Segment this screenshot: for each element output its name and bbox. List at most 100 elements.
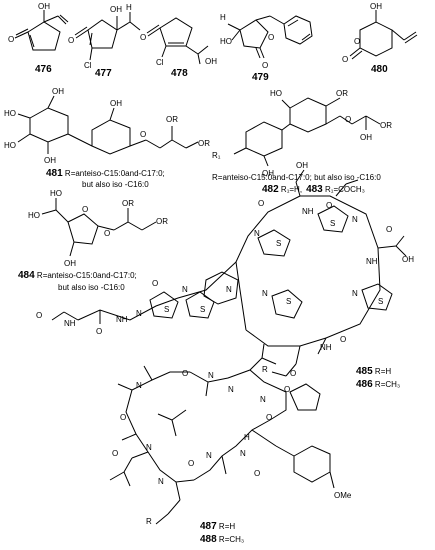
atom-ho: HO <box>270 89 282 98</box>
atom-n: N <box>262 289 268 298</box>
atom-or: OR <box>336 89 348 98</box>
atom-ome: OMe <box>334 491 352 500</box>
atom-n: N <box>158 477 164 486</box>
atom-n: N <box>182 285 188 294</box>
atom-o: O <box>254 469 260 478</box>
atom-nh: NH <box>64 319 76 328</box>
caption-485-r: R=H <box>373 367 392 376</box>
atom-cl: Cl <box>84 61 92 70</box>
atom-oh: OH <box>52 87 64 96</box>
caption-482-r1: R₁=H, <box>279 185 302 194</box>
atom-n: N <box>208 371 214 380</box>
structure-484: HO HO O O OH OR OR 484 R=anteiso-C15:0an… <box>18 189 168 292</box>
atom-h: H <box>220 13 226 22</box>
atom-or: OR <box>198 139 210 148</box>
compound-label-484: 484 <box>18 270 35 281</box>
structure-478: O Cl OH 478 <box>140 17 217 79</box>
atom-oh: OH <box>64 259 76 268</box>
atom-n: N <box>254 229 260 238</box>
atom-n: N <box>260 395 266 404</box>
atom-o: O <box>345 115 351 124</box>
atom-oh: OH <box>110 5 122 14</box>
atom-oh: OH <box>370 2 382 11</box>
caption-482-483: R=anteiso-C15:0and-C17:0; but also iso -… <box>212 173 381 182</box>
atom-o: O <box>140 130 146 139</box>
atom-o: O <box>104 229 110 238</box>
atom-o: O <box>262 61 268 70</box>
structure-480: O O OH 480 <box>342 2 418 75</box>
caption-482-483-labels: 482 R₁=H, 483 R₁=COCH₃ <box>262 184 365 195</box>
atom-oh: OH <box>360 133 372 142</box>
atom-r: R <box>146 517 152 526</box>
compound-label-485: 485 <box>356 366 373 377</box>
caption-484-line1: R=anteiso-C15:0and-C17:0; <box>35 271 137 280</box>
caption-486-r: R=CH₃ <box>373 380 400 389</box>
atom-oh: OH <box>44 156 56 165</box>
atom-o: O <box>340 335 346 344</box>
atom-or: OR <box>166 115 178 124</box>
atom-h: H <box>126 3 132 12</box>
atom-s: S <box>286 297 291 306</box>
compound-label-478: 478 <box>171 68 188 79</box>
caption-483-r1: R₁=COCH₃ <box>323 185 365 194</box>
atom-oh: OH <box>296 161 308 170</box>
caption-488-r: R=CH₃ <box>217 535 244 544</box>
caption-485: 485 R=H <box>356 366 391 377</box>
atom-o: O <box>112 449 118 458</box>
compound-label-483: 483 <box>306 184 323 195</box>
structure-479: H HO O O 479 <box>220 13 313 83</box>
atom-r1: R₁ <box>212 151 221 160</box>
atom-s: S <box>164 305 169 314</box>
compound-label-481: 481 <box>46 168 63 179</box>
atom-s: S <box>330 219 335 228</box>
atom-s: S <box>378 297 383 306</box>
atom-oh: OH <box>38 2 50 11</box>
atom-oh: OH <box>205 57 217 66</box>
caption-487-r: R=H <box>217 522 236 531</box>
atom-cl: Cl <box>156 58 164 67</box>
atom-n: N <box>146 443 152 452</box>
atom-o: O <box>8 35 14 44</box>
atom-o: O <box>68 36 74 45</box>
atom-or: OR <box>380 121 392 130</box>
compound-label-488: 488 <box>200 534 217 545</box>
atom-h: H <box>244 433 250 442</box>
atom-o: O <box>386 225 392 234</box>
atom-o: O <box>36 311 42 320</box>
caption-481-line1: R=anteiso-C15:0and-C17:0; <box>63 169 165 178</box>
atom-o: O <box>326 201 332 210</box>
atom-n: N <box>240 449 246 458</box>
structure-476: O OH 476 <box>8 2 69 75</box>
compound-label-479: 479 <box>252 72 269 83</box>
atom-oh: OH <box>262 169 274 178</box>
atom-ho: HO <box>28 211 40 220</box>
atom-o: O <box>120 413 126 422</box>
atom-o: O <box>268 33 274 42</box>
atom-n: N <box>206 451 212 460</box>
atom-o: O <box>152 279 158 288</box>
atom-n: N <box>226 285 232 294</box>
compound-label-482: 482 <box>262 184 279 195</box>
structure-477: O Cl OH H 477 <box>68 3 141 79</box>
atom-or: OR <box>156 217 168 226</box>
atom-nh: NH <box>366 257 378 266</box>
atom-oh: OH <box>110 99 122 108</box>
atom-o: O <box>188 459 194 468</box>
atom-o: O <box>266 413 272 422</box>
atom-ho: HO <box>220 37 232 46</box>
compound-label-476: 476 <box>35 64 52 75</box>
atom-o: O <box>140 33 146 42</box>
atom-ho: HO <box>4 109 16 118</box>
atom-nh: NH <box>320 343 332 352</box>
compound-label-477: 477 <box>95 68 112 79</box>
caption-486: 486 R=CH₃ <box>356 379 400 390</box>
atom-o: O <box>342 55 348 64</box>
structure-481: OH HO HO OH OH O OR OR 481 R=anteiso-C15… <box>4 87 210 189</box>
caption-484: 484 R=anteiso-C15:0and-C17:0; <box>18 270 137 281</box>
caption-481-line2: but also iso -C16:0 <box>82 180 149 189</box>
atom-r: R <box>262 365 268 374</box>
caption-481: 481 R=anteiso-C15:0and-C17:0; <box>46 168 165 179</box>
atom-or: OR <box>122 199 134 208</box>
atom-nh: NH <box>116 315 128 324</box>
